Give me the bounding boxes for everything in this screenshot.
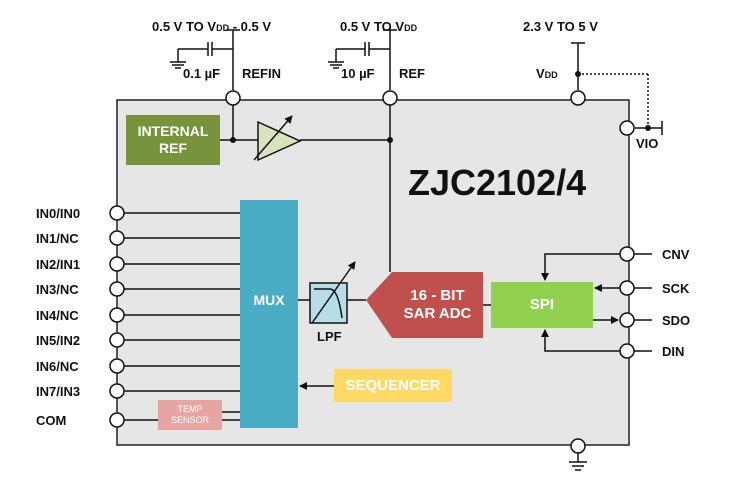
reference-buffer-amp xyxy=(253,115,302,162)
mux-block xyxy=(240,200,298,428)
internal-ref-wiring xyxy=(220,105,391,272)
pin-in3 xyxy=(109,281,125,297)
pin-label-cnv: CNV xyxy=(662,247,690,262)
pin-in1 xyxy=(109,230,125,246)
pin-in7 xyxy=(109,383,125,399)
ref-cap-label: 10 µF xyxy=(341,66,375,81)
vdd-junction-dot xyxy=(575,71,581,77)
refin-cap-label: 0.1 µF xyxy=(183,66,221,81)
pin-in2 xyxy=(109,256,125,272)
pin-in6 xyxy=(109,358,125,374)
spi-wiring xyxy=(541,253,652,352)
pin-label-in4: IN4/NC xyxy=(36,308,79,323)
refin-node-dot xyxy=(230,137,236,143)
pin-label-din: DIN xyxy=(662,344,685,359)
spi-label: SPI xyxy=(529,296,555,313)
refin-range-label: 0.5 V TO VDD - 0.5 V xyxy=(152,19,271,34)
ref-range-label: 0.5 V TO VDD xyxy=(340,19,418,34)
gnd-pin xyxy=(570,438,586,454)
lpf-label: LPF xyxy=(317,329,342,344)
pin-label-in0: IN0/IN0 xyxy=(36,206,81,221)
pin-label-in1: IN1/NC xyxy=(36,231,79,246)
pin-in4 xyxy=(109,307,125,323)
ref-pin-label: REF xyxy=(399,66,425,81)
pin-din xyxy=(619,343,635,359)
internal-ref-block xyxy=(126,115,220,165)
ground-symbol xyxy=(569,453,587,471)
vio-pin xyxy=(619,120,635,136)
mux-input-lines xyxy=(124,212,240,421)
pin-label-in7: IN7/IN3 xyxy=(36,384,81,399)
mux-label: MUX xyxy=(253,291,285,308)
pin-in0 xyxy=(109,205,125,221)
ref-node-dot xyxy=(387,137,393,143)
vio-label: VIO xyxy=(636,136,659,151)
vdd-pin xyxy=(570,90,586,106)
refin-pin xyxy=(225,90,241,106)
pin-label-in2: IN2/IN1 xyxy=(36,257,81,272)
chip-name: ZJC2102/4 xyxy=(408,162,587,203)
pin-label-sck: SCK xyxy=(662,281,690,296)
pin-label-in6: IN6/NC xyxy=(36,359,79,374)
vio-junction-dot xyxy=(645,125,651,131)
sequencer-block xyxy=(334,369,452,402)
pin-label-com: COM xyxy=(36,413,67,428)
sequencer-label: SEQUENCER xyxy=(345,376,441,394)
refin-wiring xyxy=(170,29,240,90)
ref-pin xyxy=(382,90,398,106)
pin-sck xyxy=(619,280,635,296)
lpf-block xyxy=(309,261,356,324)
pin-sdo xyxy=(619,312,635,328)
pin-in5 xyxy=(109,332,125,348)
vdd-label: VDD xyxy=(536,66,558,81)
refin-pin-label: REFIN xyxy=(242,66,281,81)
supply-range-label: 2.3 V TO 5 V xyxy=(523,19,598,34)
temp-sensor-block xyxy=(158,400,222,430)
adc-block xyxy=(366,272,483,338)
ref-wiring xyxy=(328,29,397,90)
pin-cnv xyxy=(619,246,635,262)
pin-label-in3: IN3/NC xyxy=(36,282,79,297)
pin-com xyxy=(109,412,125,428)
pin-label-sdo: SDO xyxy=(662,313,691,328)
pin-label-in5: IN5/IN2 xyxy=(36,333,81,348)
spi-block xyxy=(491,282,593,328)
